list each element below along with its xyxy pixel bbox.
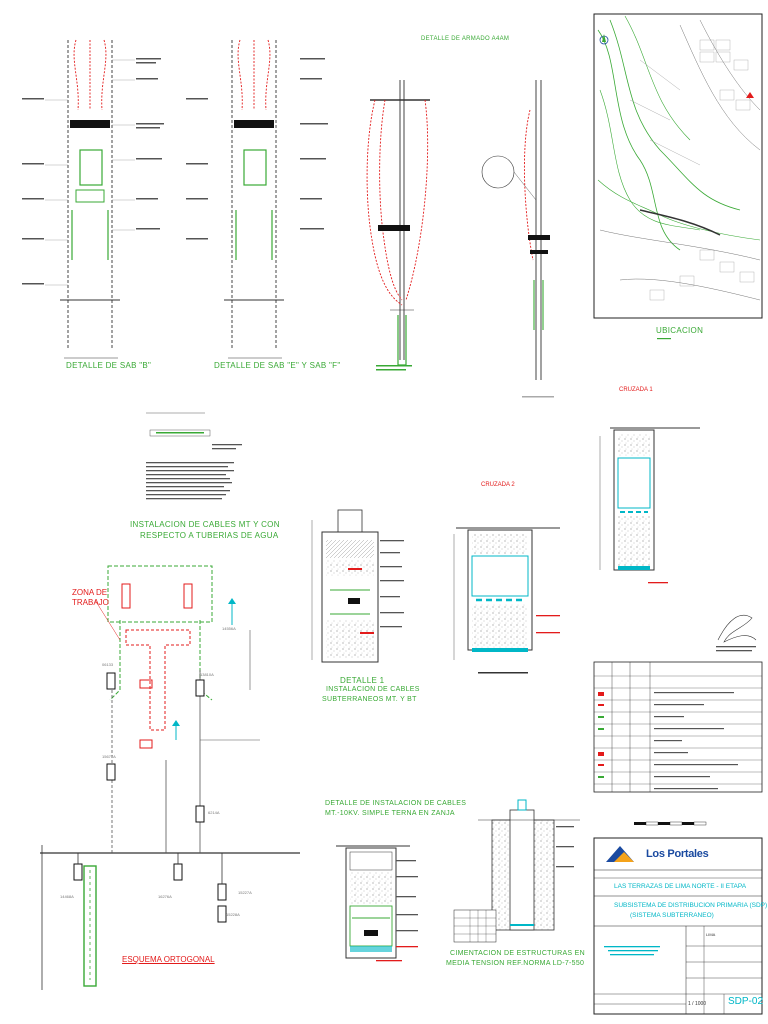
sab-b-title: DETALLE DE SAB "B" (66, 361, 152, 370)
detalle1-drawing (311, 509, 404, 663)
cimentacion-title-line2: MEDIA TENSION REF.NORMA LD-7-550 (446, 960, 585, 967)
zona-trabajo-label-line2: TRABAJO (72, 598, 109, 607)
node-label-5: 14468A (60, 894, 74, 899)
work-zone-diagram (94, 565, 236, 749)
node-label-8: 15228A (226, 912, 240, 917)
zona-trabajo-label-line1: ZONA DE (72, 588, 108, 597)
plan-code: SDP-02 (728, 996, 764, 1007)
orthogonal-scheme (40, 630, 300, 990)
sab-b-detail (22, 39, 164, 359)
title-block-frame (593, 837, 763, 1015)
location-map (593, 13, 763, 340)
cimentacion-title-line1: CIMENTACION DE ESTRUCTURAS EN (450, 950, 585, 957)
pole-side-detail (481, 80, 554, 398)
legend-table (593, 661, 763, 793)
cruzada1-drawing (599, 427, 700, 584)
detalle1-subtitle1: INSTALACION DE CABLES (326, 686, 420, 693)
ubicacion-title: UBICACION (656, 326, 704, 335)
instalacion-agua-title-line1: INSTALACION DE CABLES MT Y CON (130, 520, 280, 529)
detalle1-subtitle2: SUBTERRANEOS MT. Y BT (322, 696, 417, 703)
node-label-2: 15677A (102, 754, 116, 759)
instalacion-agua-title-line2: RESPECTO A TUBERIAS DE AGUA (140, 531, 279, 540)
cruzada2-title: CRUZADA 2 (481, 482, 515, 488)
armado-detail (366, 80, 430, 371)
sab-ef-detail (186, 39, 328, 359)
project-subtitle-2: (SISTEMA SUBTERRANEO) (630, 912, 714, 919)
project-subtitle-1: SUBSISTEMA DE DISTRIBUCION PRIMARIA (SDP… (614, 902, 768, 909)
cruzada1-title: CRUZADA 1 (619, 387, 653, 393)
foundation-detail (453, 799, 580, 943)
zanja-title-line2: MT.-10KV. SIMPLE TERNA EN ZANJA (325, 810, 455, 817)
location-value: LIMA (706, 932, 716, 937)
notes-block (146, 412, 242, 500)
node-label-7: 15227A (238, 890, 252, 895)
engineer-signature (716, 614, 757, 652)
cruzada2-drawing (453, 527, 560, 674)
detalle1-title: DETALLE 1 (340, 676, 385, 685)
zanja-title-line1: DETALLE DE INSTALACION DE CABLES (325, 800, 467, 807)
project-name: LAS TERRAZAS DE LIMA NORTE - II ETAPA (614, 883, 747, 890)
esquema-title: ESQUEMA ORTOGONAL (122, 955, 215, 964)
brand-logo-text: Los Portales (646, 848, 709, 860)
node-label-9: 14556A (222, 626, 236, 631)
graphic-scale-bar (634, 821, 707, 826)
sab-ef-title: DETALLE DE SAB "E" Y SAB "F" (214, 361, 341, 370)
zanja-detail (336, 845, 418, 962)
scale-value: 1 / 1000 (688, 1001, 707, 1007)
node-label-1: 06133 (102, 662, 114, 667)
node-label-6: 16276A (158, 894, 172, 899)
armado-title: DETALLE DE ARMADO A4AM (421, 36, 510, 42)
node-label-4: 6214A (208, 810, 220, 815)
node-label-3: 13810A (200, 672, 214, 677)
